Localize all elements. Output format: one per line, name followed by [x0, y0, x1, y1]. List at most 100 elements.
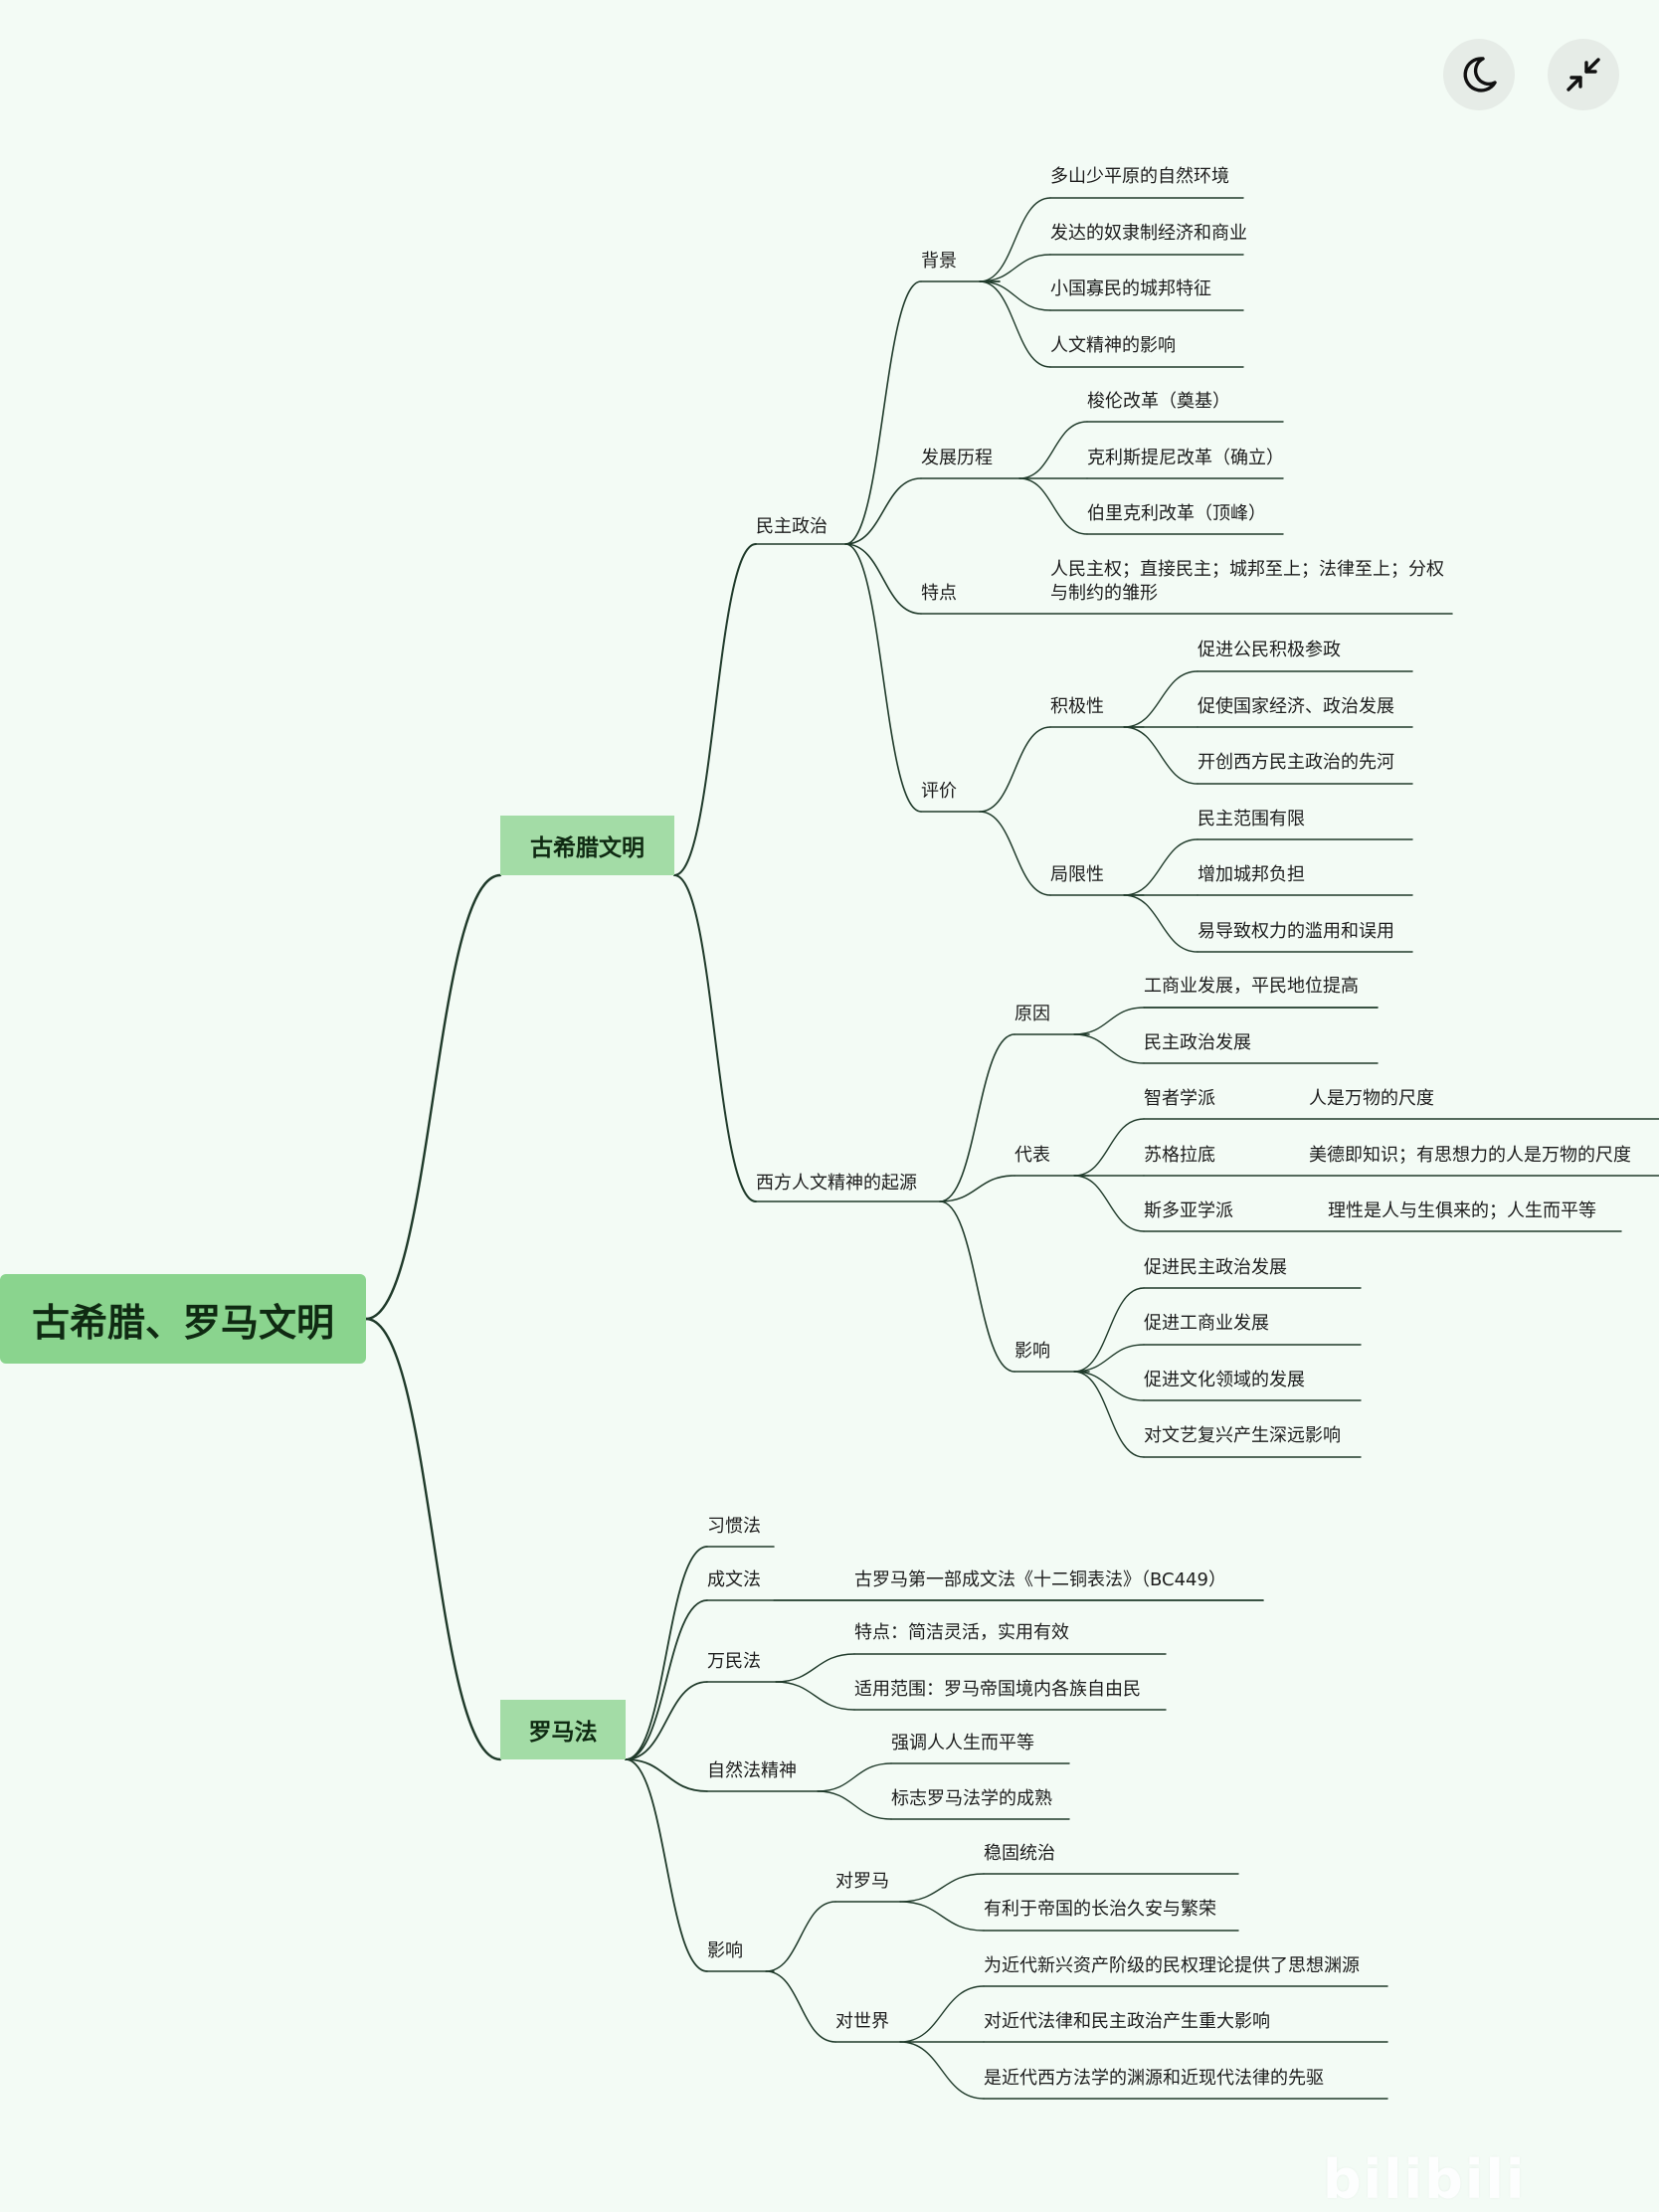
- leaf-impact-rome-2[interactable]: 有利于帝国的长治久安与繁荣: [984, 1899, 1216, 1920]
- connector-line: [1123, 894, 1198, 953]
- node-evaluation[interactable]: 评价: [921, 781, 957, 802]
- node-limits[interactable]: 局限性: [1050, 864, 1104, 885]
- connector-line: [775, 1681, 855, 1711]
- leaf-background-4[interactable]: 人文精神的影响: [1050, 335, 1176, 356]
- leaf-background-3[interactable]: 小国寡民的城邦特征: [1050, 278, 1211, 299]
- leaf-impact-world-3[interactable]: 是近代西方法学的渊源和近现代法律的先驱: [984, 2068, 1324, 2089]
- watermark: bilibili: [1323, 2148, 1527, 2211]
- leaf-impact-world-1[interactable]: 为近代新兴资产阶级的民权理论提供了思想渊源: [984, 1955, 1360, 1976]
- topic-greece[interactable]: 古希腊文明: [500, 816, 674, 875]
- leaf-rep-idea-2[interactable]: 美德即知识；有思想力的人是万物的尺度: [1309, 1145, 1631, 1166]
- leaf-impact-world-2[interactable]: 对近代法律和民主政治产生重大影响: [984, 2011, 1270, 2032]
- connector-line: [673, 543, 757, 876]
- connector-line: [775, 1653, 855, 1683]
- connector-line: [364, 873, 502, 1321]
- dark-mode-button[interactable]: [1443, 39, 1515, 110]
- leaf-impact-1[interactable]: 促进民主政治发展: [1144, 1257, 1287, 1278]
- leaf-rep-idea-3[interactable]: 理性是人与生俱来的；人生而平等: [1328, 1200, 1596, 1221]
- connector-line: [979, 197, 1051, 282]
- leaf-gentium-1[interactable]: 特点：简洁灵活，实用有效: [854, 1622, 1069, 1643]
- connector-line: [1073, 1371, 1145, 1458]
- leaf-written[interactable]: 古罗马第一部成文法《十二铜表法》（BC449）: [854, 1569, 1226, 1590]
- moon-icon: [1463, 57, 1497, 92]
- connector-line: [899, 1901, 985, 1932]
- node-written[interactable]: 成文法: [707, 1569, 761, 1590]
- topic-roman-law[interactable]: 罗马法: [500, 1700, 626, 1759]
- node-gentium[interactable]: 万民法: [707, 1651, 761, 1672]
- node-causes[interactable]: 原因: [1014, 1004, 1050, 1024]
- leaf-impact-rome-1[interactable]: 稳固统治: [984, 1843, 1055, 1864]
- leaf-limits-2[interactable]: 增加城邦负担: [1198, 864, 1305, 885]
- connector-line: [1123, 726, 1198, 785]
- node-background[interactable]: 背景: [921, 251, 957, 272]
- node-rome-impact[interactable]: 影响: [707, 1940, 743, 1961]
- connector-line: [1123, 838, 1198, 896]
- root-topic[interactable]: 古希腊、罗马文明: [0, 1274, 366, 1364]
- leaf-history-3[interactable]: 伯里克利改革（顶峰）: [1087, 503, 1266, 524]
- node-features[interactable]: 特点: [921, 583, 957, 604]
- connector-line: [1073, 1344, 1145, 1373]
- connector-line: [844, 477, 922, 545]
- node-history[interactable]: 发展历程: [921, 448, 993, 468]
- leaf-rep-idea-1[interactable]: 人是万物的尺度: [1309, 1088, 1434, 1109]
- node-impact-rome[interactable]: 对罗马: [835, 1871, 889, 1892]
- leaf-positive-1[interactable]: 促进公民积极参政: [1198, 640, 1341, 660]
- node-positive[interactable]: 积极性: [1050, 696, 1104, 717]
- leaf-causes-1[interactable]: 工商业发展，平民地位提高: [1144, 976, 1359, 997]
- node-humanism-impact[interactable]: 影响: [1014, 1341, 1050, 1362]
- node-impact-world[interactable]: 对世界: [835, 2011, 889, 2032]
- leaf-rep-name-3[interactable]: 斯多亚学派: [1144, 1200, 1233, 1221]
- collapse-button[interactable]: [1548, 39, 1619, 110]
- leaf-background-1[interactable]: 多山少平原的自然环境: [1050, 166, 1229, 187]
- leaf-gentium-2[interactable]: 适用范围：罗马帝国境内各族自由民: [854, 1679, 1141, 1700]
- leaf-natural-1[interactable]: 强调人人生而平等: [891, 1733, 1034, 1753]
- node-humanism[interactable]: 西方人文精神的起源: [756, 1173, 917, 1194]
- connector-line: [979, 254, 1051, 282]
- node-natural[interactable]: 自然法精神: [707, 1760, 797, 1781]
- connector-line: [979, 726, 1051, 813]
- leaf-history-2[interactable]: 克利斯提尼改革（确立）: [1087, 448, 1284, 468]
- connector-line: [625, 1758, 708, 1972]
- leaf-causes-2[interactable]: 民主政治发展: [1144, 1032, 1251, 1053]
- leaf-features[interactable]: 人民主权；直接民主；城邦至上；法律至上；分权与制约的雏形: [1050, 559, 1444, 604]
- connector-line: [939, 1200, 1015, 1373]
- leaf-positive-3[interactable]: 开创西方民主政治的先河: [1198, 752, 1394, 773]
- connector-line: [765, 1901, 836, 1972]
- connector-line: [1018, 477, 1088, 535]
- connector-line: [817, 1762, 892, 1792]
- leaf-impact-2[interactable]: 促进工商业发展: [1144, 1313, 1269, 1334]
- leaf-natural-2[interactable]: 标志罗马法学的成熟: [891, 1788, 1052, 1809]
- connector-line: [1073, 1007, 1145, 1035]
- node-customary[interactable]: 习惯法: [707, 1516, 761, 1537]
- connector-line: [979, 811, 1051, 896]
- leaf-impact-3[interactable]: 促进文化领域的发展: [1144, 1370, 1305, 1390]
- connector-line: [939, 1033, 1015, 1202]
- leaf-limits-1[interactable]: 民主范围有限: [1198, 809, 1305, 830]
- connector-line: [817, 1790, 892, 1820]
- connector-line: [364, 1317, 502, 1761]
- connector-line: [625, 1546, 708, 1760]
- connector-line: [939, 1175, 1015, 1202]
- connector-line: [899, 1873, 985, 1903]
- leaf-positive-2[interactable]: 促使国家经济、政治发展: [1198, 696, 1394, 717]
- leaf-impact-4[interactable]: 对文艺复兴产生深远影响: [1144, 1425, 1341, 1446]
- node-democracy[interactable]: 民主政治: [756, 516, 828, 537]
- leaf-history-1[interactable]: 梭伦改革（奠基）: [1087, 391, 1230, 412]
- shrink-arrows-icon: [1567, 58, 1600, 92]
- connector-line: [1073, 1371, 1145, 1401]
- connector-line: [1073, 1118, 1145, 1177]
- leaf-rep-name-2[interactable]: 苏格拉底: [1144, 1145, 1215, 1166]
- connector-line: [844, 280, 922, 545]
- connector-line: [979, 280, 1051, 368]
- connector-line: [1073, 1033, 1145, 1064]
- connector-line: [899, 1985, 985, 2043]
- node-reps[interactable]: 代表: [1014, 1145, 1050, 1166]
- connector-line: [625, 1599, 708, 1760]
- connector-line: [1073, 1175, 1145, 1232]
- leaf-limits-3[interactable]: 易导致权力的滥用和误用: [1198, 921, 1394, 942]
- connector-line: [625, 1758, 708, 1792]
- leaf-background-2[interactable]: 发达的奴隶制经济和商业: [1050, 223, 1247, 244]
- leaf-rep-name-1[interactable]: 智者学派: [1144, 1088, 1215, 1109]
- connector-line: [844, 543, 922, 813]
